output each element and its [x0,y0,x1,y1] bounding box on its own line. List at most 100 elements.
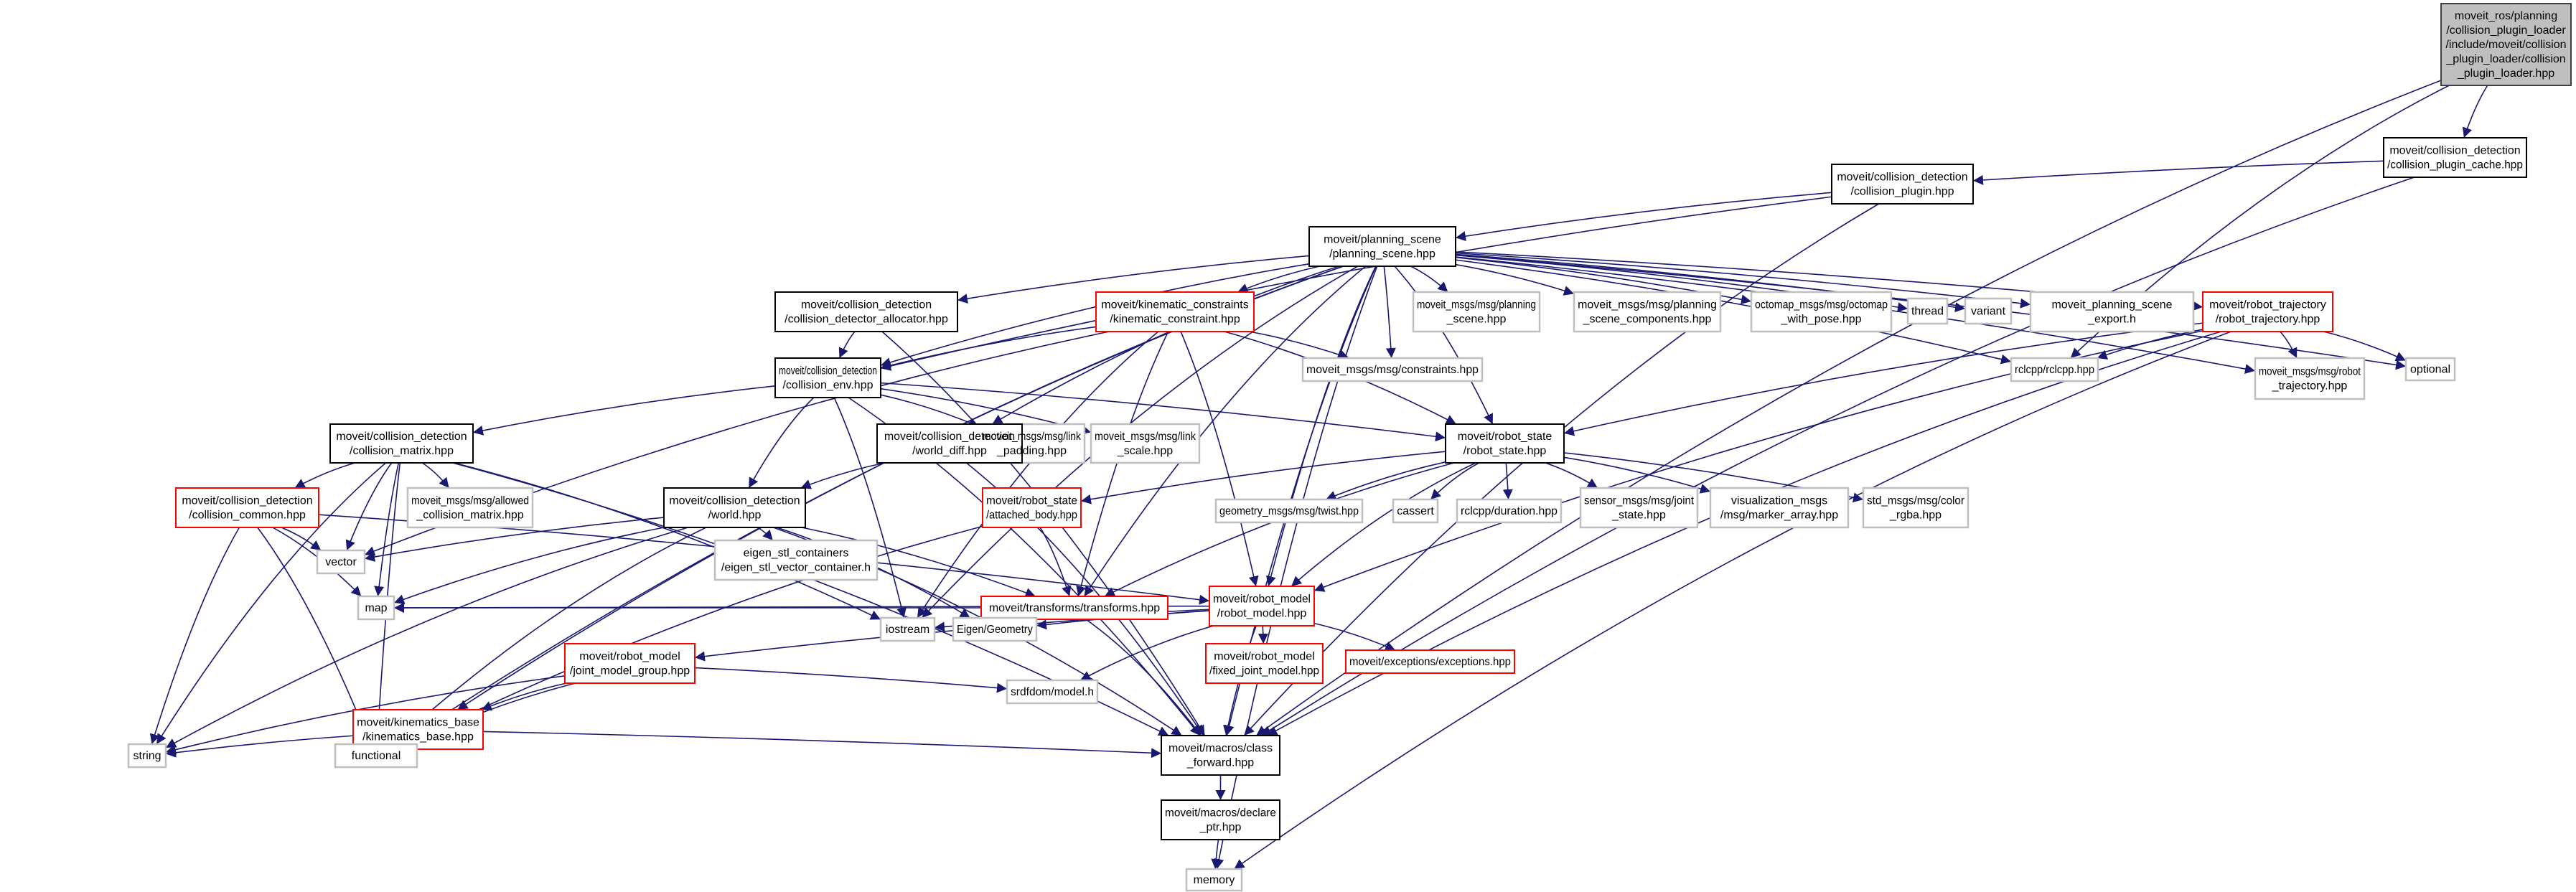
node-label: vector [325,556,357,568]
node-label: /collision_detector_allocator.hpp [784,314,948,326]
node-label: _scene.hpp [1446,314,1507,326]
node-label: _export.h [2087,314,2136,326]
node-labels-cassert: cassert [1397,505,1434,517]
node-kb[interactable] [352,709,484,750]
node-label: memory [1194,874,1235,886]
node-twist [1214,498,1364,524]
node-ps[interactable] [1308,226,1456,267]
edge-rstate-to-joint [1545,462,1598,489]
node-rtraj[interactable] [2202,291,2333,332]
node-labels-padding: moveit_msgs/msg/link_padding.hpp [983,431,1082,457]
node-fixed[interactable] [1205,643,1324,684]
node-dp[interactable] [1161,799,1280,840]
node-labels-functional: functional [352,750,401,762]
edge-ccommon-to-vector [281,527,322,551]
node-box [774,357,881,398]
node-string [127,743,167,769]
edge-ccommon-to-string [149,527,240,745]
node-label: iostream [886,624,929,636]
edge-jmg-to-srdf [694,667,1008,693]
node-transforms[interactable] [980,596,1168,620]
node-label: moveit/robot_model [1213,593,1311,606]
node-labels-jmg: moveit/robot_model/joint_model_group.hpp [570,651,690,677]
node-box [352,709,484,750]
node-rclcpp [2010,357,2099,382]
edge-kb-to-string [165,735,354,758]
node-labels-rstate: moveit/robot_state/robot_state.hpp [1458,431,1552,457]
node-labels-world: moveit/collision_detection/world.hpp [669,495,800,522]
node-labels-wdiff: moveit/collision_detection/world_diff.hp… [884,431,1015,457]
node-jmg[interactable] [564,643,695,684]
node-box [774,291,958,332]
node-box [1301,357,1484,382]
node-box [175,487,319,528]
node-mps [1412,291,1541,333]
node-labels-string: string [133,750,161,762]
node-labels-eigen: Eigen/Geometry [957,624,1033,636]
node-box [879,616,936,642]
node-labels-rtraj: moveit/robot_trajectory/robot_trajectory… [2209,299,2326,326]
node-root[interactable] [2440,3,2572,86]
node-plugin[interactable] [1831,164,1974,205]
edge-kin-to-constraints [1249,331,1350,360]
edge-rstate-to-cassert [1430,462,1480,500]
node-labels-octo: octomap_msgs/msg/octomap_with_pose.hpp [1755,299,1888,326]
node-cenv[interactable] [774,357,881,398]
node-label: _with_pose.hpp [1780,314,1861,326]
node-label: rclcpp/duration.hpp [1461,505,1558,517]
edge-cmatrix-to-vector [345,462,393,551]
node-label: _plugin_loader/collision [2445,53,2565,65]
node-memory [1185,868,1243,892]
node-label: srdfdom/model.h [1011,686,1094,698]
edge-rstate-to-transforms [1104,462,1455,597]
node-box [329,423,474,464]
node-label: string [133,750,161,762]
node-box [1214,498,1364,524]
node-box [1095,291,1255,332]
node-ccommon[interactable] [175,487,319,528]
nodes-layer [127,3,2572,892]
node-rmodel[interactable] [1209,586,1315,626]
edge-rstate-to-twist [1325,461,1446,501]
node-label: moveit/robot_state [1458,431,1552,443]
node-wdiff[interactable] [876,423,1023,464]
node-box [1412,291,1541,333]
node-rstate[interactable] [1445,423,1565,464]
node-label: /collision_plugin_loader [2446,24,2566,37]
node-functional [334,743,418,769]
edge-attached-to-transforms [1039,527,1072,597]
node-box [1445,423,1565,464]
node-box [1579,487,1699,529]
node-kin[interactable] [1095,291,1255,332]
node-rgba [1862,487,1970,529]
node-cf[interactable] [1161,735,1280,776]
edge-cmatrix-to-string [156,462,387,745]
node-box [1392,498,1439,524]
node-box [1205,643,1324,684]
node-exc[interactable] [1345,649,1515,674]
node-labels-srdf: srdfdom/model.h [1011,686,1094,698]
node-box [1831,164,1974,205]
node-cmatrix[interactable] [329,423,474,464]
node-box [334,743,418,769]
node-label: moveit/collision_detection [884,431,1015,443]
node-box [1456,498,1563,524]
node-label: rclcpp/rclcpp.hpp [2015,364,2094,376]
node-label: /robot_model.hpp [1217,608,1307,620]
node-scale [1090,423,1201,464]
node-marker [1709,487,1850,529]
edge-world-to-eigenstl [757,527,774,541]
edge-root-to-cache [2462,85,2488,139]
edge-cenv-to-padding [880,394,980,428]
node-alloc[interactable] [774,291,958,332]
node-cache[interactable] [2383,137,2527,178]
node-box [982,487,1082,528]
node-attached[interactable] [982,487,1082,528]
node-label: /collision_plugin.hpp [1850,186,1954,198]
node-label: moveit/collision_detection [669,495,800,507]
node-labels-alloc: moveit/collision_detection/collision_det… [784,299,948,326]
node-world[interactable] [663,487,806,528]
edge-cenv-to-iostream [833,397,907,619]
node-label: moveit/macros/declare [1165,807,1276,820]
edges-layer [149,80,2488,870]
